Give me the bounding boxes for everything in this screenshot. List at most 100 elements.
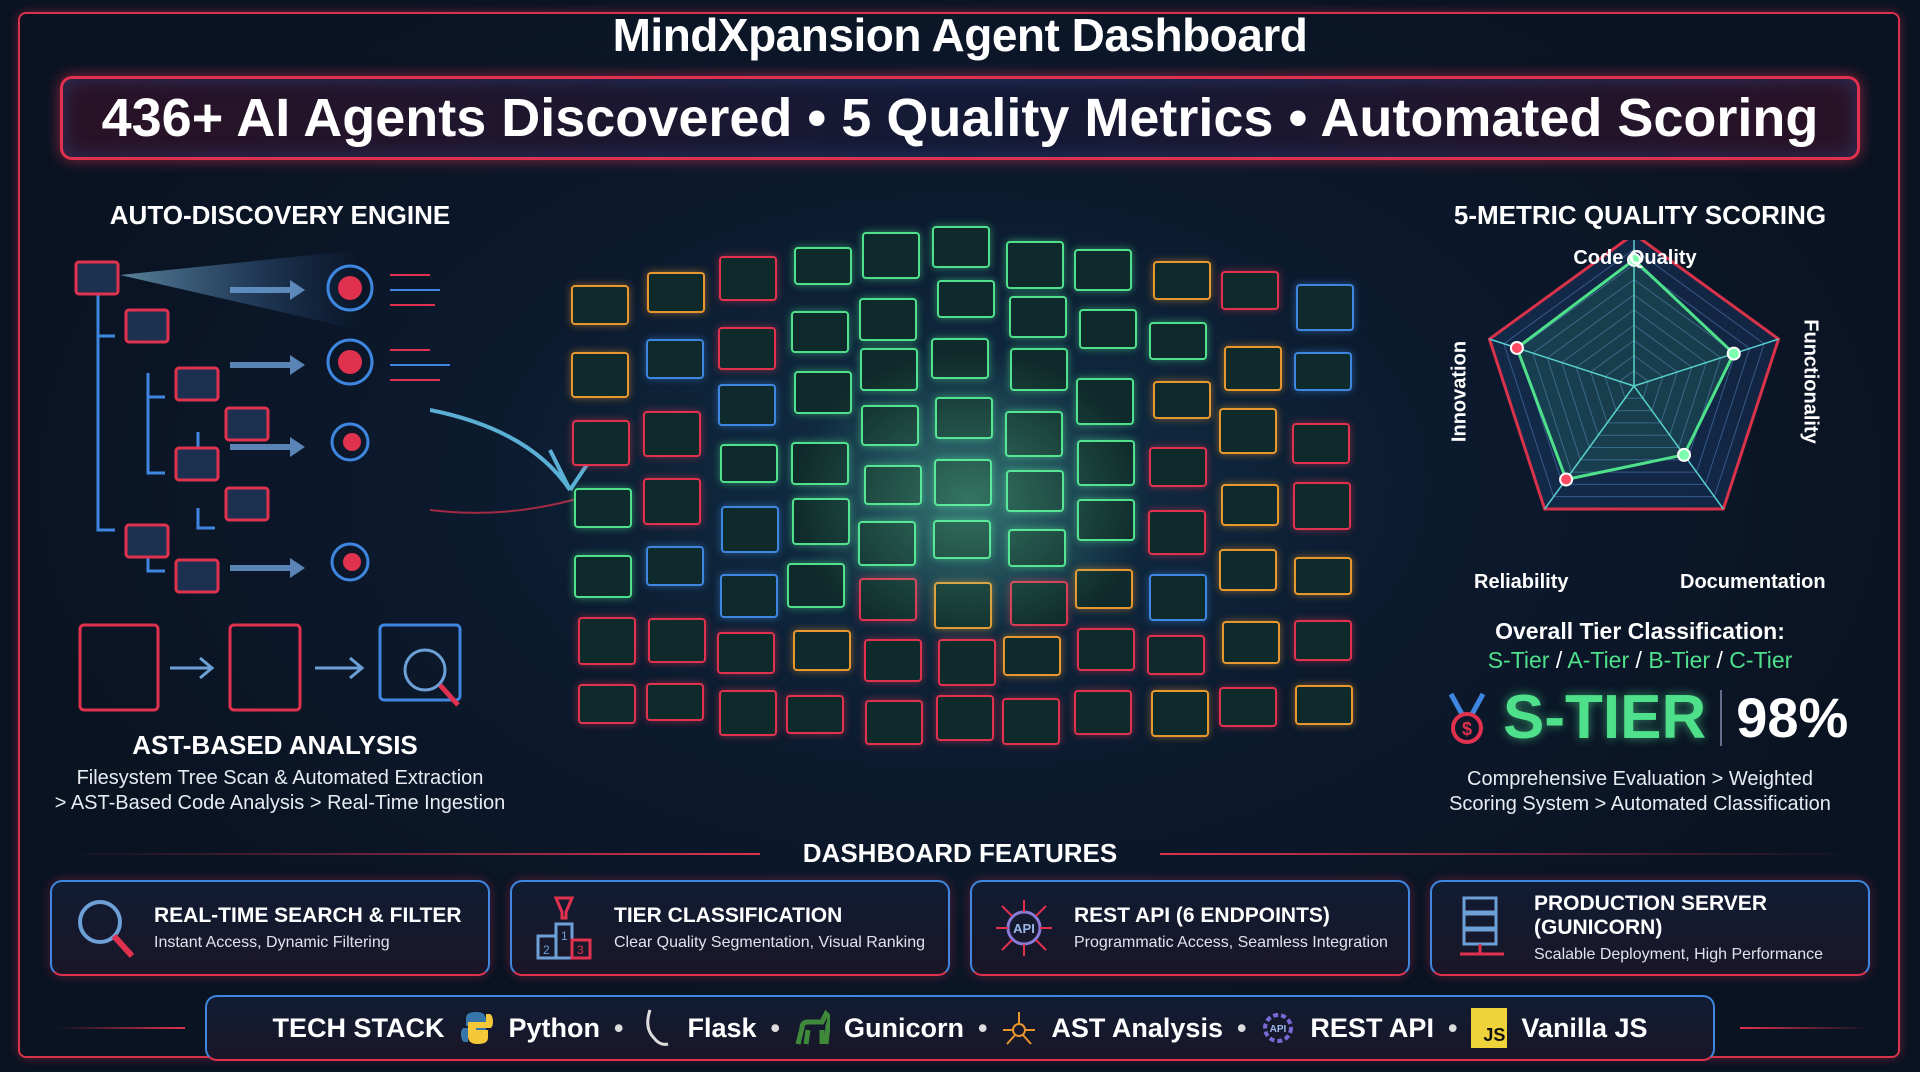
python-icon	[459, 1008, 495, 1048]
separator: •	[977, 1012, 988, 1043]
agent-card	[860, 347, 919, 391]
agent-card	[717, 383, 776, 427]
tier-b: B-Tier	[1648, 647, 1711, 673]
agent-card	[1077, 439, 1136, 487]
agent-card	[1294, 685, 1353, 726]
feature-title: REST API (6 ENDPOINTS)	[1074, 904, 1330, 927]
separator: •	[614, 1012, 624, 1043]
divider-line	[55, 1027, 185, 1029]
medal-icon: $	[1448, 692, 1486, 744]
agent-card	[572, 420, 631, 466]
agent-card	[573, 488, 632, 529]
agent-card	[1148, 446, 1207, 487]
agent-card	[1074, 249, 1133, 292]
tier-list: S-Tier / A-Tier / B-Tier / C-Tier	[1420, 647, 1860, 674]
radar-label-documentation: Documentation	[1680, 571, 1826, 593]
feature-desc: Scalable Deployment, High Performance	[1534, 946, 1824, 963]
tier-classification-heading: Overall Tier Classification:	[1495, 618, 1785, 644]
divider-line	[1740, 1027, 1870, 1029]
agent-card	[1222, 620, 1281, 664]
agent-card	[1003, 636, 1062, 677]
agent-card	[935, 695, 994, 742]
features-heading: DASHBOARD FEATURES	[802, 838, 1118, 868]
auto-discovery-heading: AUTO-DISCOVERY ENGINE	[109, 200, 451, 230]
radar-label-code-quality: Code Quality	[1573, 247, 1697, 269]
radar-label-innovation: Innovation	[1448, 340, 1471, 443]
agent-card	[864, 639, 923, 682]
agent-card	[1009, 581, 1068, 626]
agent-card	[787, 562, 846, 608]
radar-grid-ring	[1575, 324, 1693, 436]
separator: •	[770, 1012, 780, 1043]
ast-analysis-heading: AST-BASED ANALYSIS	[132, 730, 418, 760]
divider	[1720, 689, 1723, 746]
radar-grid-ring	[1546, 294, 1722, 461]
agent-card	[570, 351, 629, 399]
agent-card	[719, 690, 778, 736]
svg-text:3: 3	[577, 943, 584, 957]
headline-banner: 436+ AI Agents Discovered • 5 Quality Me…	[60, 76, 1860, 160]
agent-card	[1294, 556, 1353, 596]
feature-card-server[interactable]: PRODUCTION SERVER (GUNICORN) Scalable Dep…	[1430, 880, 1870, 976]
api-gear-icon: API	[1260, 1008, 1296, 1048]
agent-card	[719, 256, 778, 301]
feature-desc: Clear Quality Segmentation, Visual Ranki…	[614, 934, 925, 951]
agent-card	[1074, 690, 1133, 736]
agent-card	[1147, 510, 1206, 555]
agent-card	[1074, 569, 1133, 609]
agent-card	[1149, 321, 1208, 361]
agent-card	[577, 684, 636, 724]
javascript-icon: JS	[1471, 1008, 1508, 1048]
feature-card-api[interactable]: API REST API (6 ENDPOINTS)Programmatic A…	[970, 880, 1410, 976]
agent-card	[1146, 634, 1205, 675]
agent-card	[865, 699, 924, 745]
quality-scoring-heading: 5-METRIC QUALITY SCORING	[1453, 200, 1827, 230]
tier-score-display: $ S-TIER 98%	[1445, 682, 1848, 753]
agent-card	[720, 505, 779, 554]
agent-card	[1219, 408, 1278, 454]
agent-card	[1150, 689, 1209, 738]
agent-card	[934, 459, 993, 507]
radar-axis	[1544, 385, 1635, 510]
analysis-description-line2: > AST-Based Code Analysis > Real-Time In…	[54, 792, 506, 814]
agent-card	[931, 338, 990, 380]
agent-card	[647, 272, 706, 313]
overall-score: 98%	[1736, 686, 1849, 749]
tech-stack-label: TECH STACK	[272, 1012, 445, 1043]
radar-grid-ring	[1517, 263, 1751, 485]
separator: •	[1236, 1012, 1247, 1043]
agent-card	[1224, 346, 1283, 392]
agent-card	[1006, 470, 1065, 513]
feature-desc: Instant Access, Dynamic Filtering	[154, 934, 390, 951]
agent-card	[1076, 377, 1135, 425]
agent-card	[1009, 347, 1068, 392]
feature-title: REAL-TIME SEARCH & FILTER	[154, 904, 462, 927]
scoring-description-line2: Scoring System > Automated Classificatio…	[1449, 793, 1831, 815]
tech-flask: Flask	[687, 1012, 757, 1043]
scoring-description-line1: Comprehensive Evaluation > Weighted	[1467, 768, 1813, 790]
agent-card	[786, 695, 845, 734]
agent-card	[862, 232, 921, 279]
tech-vanilla-js: Vanilla JS	[1521, 1012, 1648, 1043]
server-rack-icon	[1460, 896, 1504, 956]
agent-card	[937, 279, 996, 319]
agent-card	[1220, 270, 1279, 311]
feature-card-search[interactable]: REAL-TIME SEARCH & FILTER Instant Access,…	[50, 880, 490, 976]
agent-card	[1079, 309, 1138, 350]
agent-card-grid	[560, 190, 1380, 790]
agent-card	[1005, 411, 1064, 457]
agent-card	[1292, 481, 1351, 530]
tech-gunicorn: Gunicorn	[843, 1012, 964, 1043]
radar-grid-ring	[1618, 370, 1650, 399]
feature-title: PRODUCTION SERVER (GUNICORN)	[1534, 892, 1767, 939]
current-tier: S-TIER	[1503, 683, 1707, 752]
radar-point	[1559, 472, 1574, 487]
agent-card	[793, 371, 852, 414]
agent-card	[1218, 687, 1277, 727]
gunicorn-icon	[794, 1008, 830, 1048]
radar-label-functionality: Functionality	[1799, 319, 1822, 444]
agent-card	[570, 284, 629, 326]
agent-card	[717, 327, 776, 371]
agent-card	[642, 478, 701, 526]
